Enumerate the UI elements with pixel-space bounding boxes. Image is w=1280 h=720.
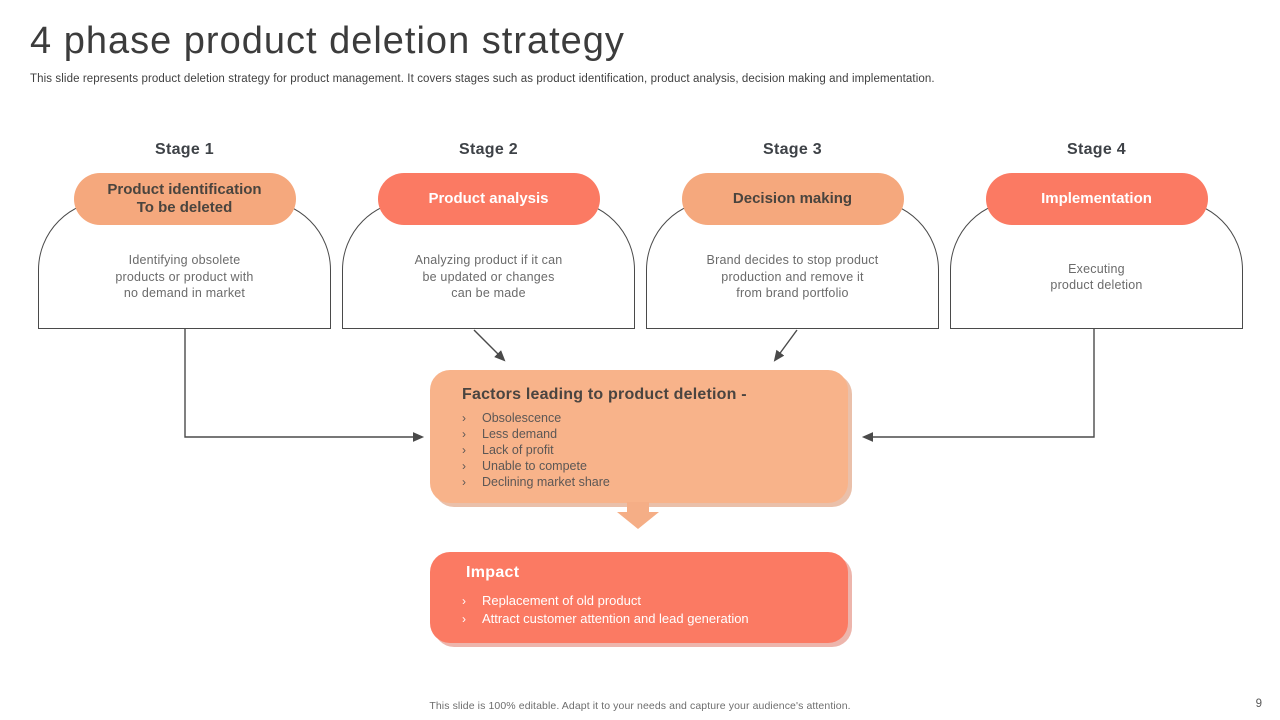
stage-1-description: Identifying obsolete products or product… [46,245,323,309]
list-item: › Obsolescence [462,411,832,427]
stage-4-desc-line2: product deletion [1050,278,1143,292]
slide-title: 4 phase product deletion strategy [30,20,625,62]
stage-3-pill-line1: Decision making [732,190,853,207]
chevron-bullet-icon: › [462,459,466,473]
list-item: › Attract customer attention and lead ge… [462,611,836,629]
impact-bullet-list: › Replacement of old product › Attract c… [462,593,836,629]
chevron-bullet-icon: › [462,411,466,425]
stage-2-description: Analyzing product if it can be updated o… [350,245,627,309]
stage-1-desc-line1: Identifying obsolete [128,253,241,268]
chevron-bullet-icon: › [462,427,466,441]
list-item: › Less demand [462,427,832,443]
stage-1-pill-line1: Product identification [107,181,262,198]
list-item: › Declining market share [462,475,832,491]
factors-bullet-text: Obsolescence [482,411,562,425]
chevron-bullet-icon: › [462,594,466,608]
connector-stage3-to-factors [773,329,798,362]
stage-2-desc-line1: Analyzing product if it can [414,253,563,268]
stage-2-desc-line3: can be made [451,286,526,301]
stage-2-pill-line1: Product analysis [428,190,549,207]
stage-2-desc-line2: be updated or changes [422,269,555,284]
stage-4-desc-line1: Executing [1068,261,1125,276]
stage-2-label: Stage 2 [458,141,518,158]
factors-title: Factors leading to product deletion - [462,386,747,403]
connector-stage2-to-factors [473,329,506,362]
stage-4-group: Stage 4 Implementation Executing product… [950,141,1243,331]
stage-1-label: Stage 1 [154,141,214,158]
impact-box: Impact › Replacement of old product › At… [430,552,848,643]
page-number: 9 [1255,698,1262,710]
stage-4-pill-line1: Implementation [1041,190,1152,207]
factors-bullet-text: Less demand [482,427,558,441]
factors-bullet-text: Lack of profit [482,443,554,457]
slide-subtitle: This slide represents product deletion s… [30,73,935,85]
impact-bullet-text: Replacement of old product [482,593,641,608]
stage-4-pill: Implementation [985,173,1208,225]
factors-bullet-list: › Obsolescence › Less demand › Lack of p… [462,411,832,491]
factors-box: Factors leading to product deletion - › … [430,370,848,503]
factors-bullet-text: Unable to compete [482,459,587,473]
stage-1-pill-line2: To be deleted [136,199,233,216]
stage-1-desc-line2: products or product with [115,269,254,284]
chevron-bullet-icon: › [462,475,466,489]
impact-bullet-text: Attract customer attention and lead gene… [482,611,749,626]
stage-2-pill: Product analysis [377,173,600,225]
stage-3-desc-line3: from brand portfolio [736,286,849,301]
connector-stage1-to-factors [184,328,425,442]
chevron-bullet-icon: › [462,612,466,626]
list-item: › Lack of profit [462,443,832,459]
list-item: › Unable to compete [462,459,832,475]
stage-1-desc-line3: no demand in market [123,286,246,301]
connector-stage4-to-factors [861,328,1095,442]
stage-3-desc-line2: production and remove it [721,269,864,284]
factors-bullet-text: Declining market share [482,475,610,489]
stage-3-pill: Decision making [681,173,904,225]
stage-3-label: Stage 3 [762,141,822,158]
down-arrow-stem [627,502,649,512]
stage-3-group: Stage 3 Decision making Brand decides to… [646,141,939,331]
footer-note: This slide is 100% editable. Adapt it to… [429,700,851,712]
list-item: › Replacement of old product [462,593,836,611]
stage-4-description: Executing product deletion [958,245,1235,309]
stage-1-group: Stage 1 Product identification To be del… [38,141,331,331]
impact-title: Impact [466,564,520,581]
down-arrow-head [617,512,659,529]
stage-2-group: Stage 2 Product analysis Analyzing produ… [342,141,635,331]
stage-3-desc-line1: Brand decides to stop product [706,253,879,268]
stage-4-label: Stage 4 [1066,141,1126,158]
down-arrow-shape [617,502,659,529]
chevron-bullet-icon: › [462,443,466,457]
stage-1-pill: Product identification To be deleted [73,173,296,225]
stage-3-description: Brand decides to stop product production… [654,245,931,309]
